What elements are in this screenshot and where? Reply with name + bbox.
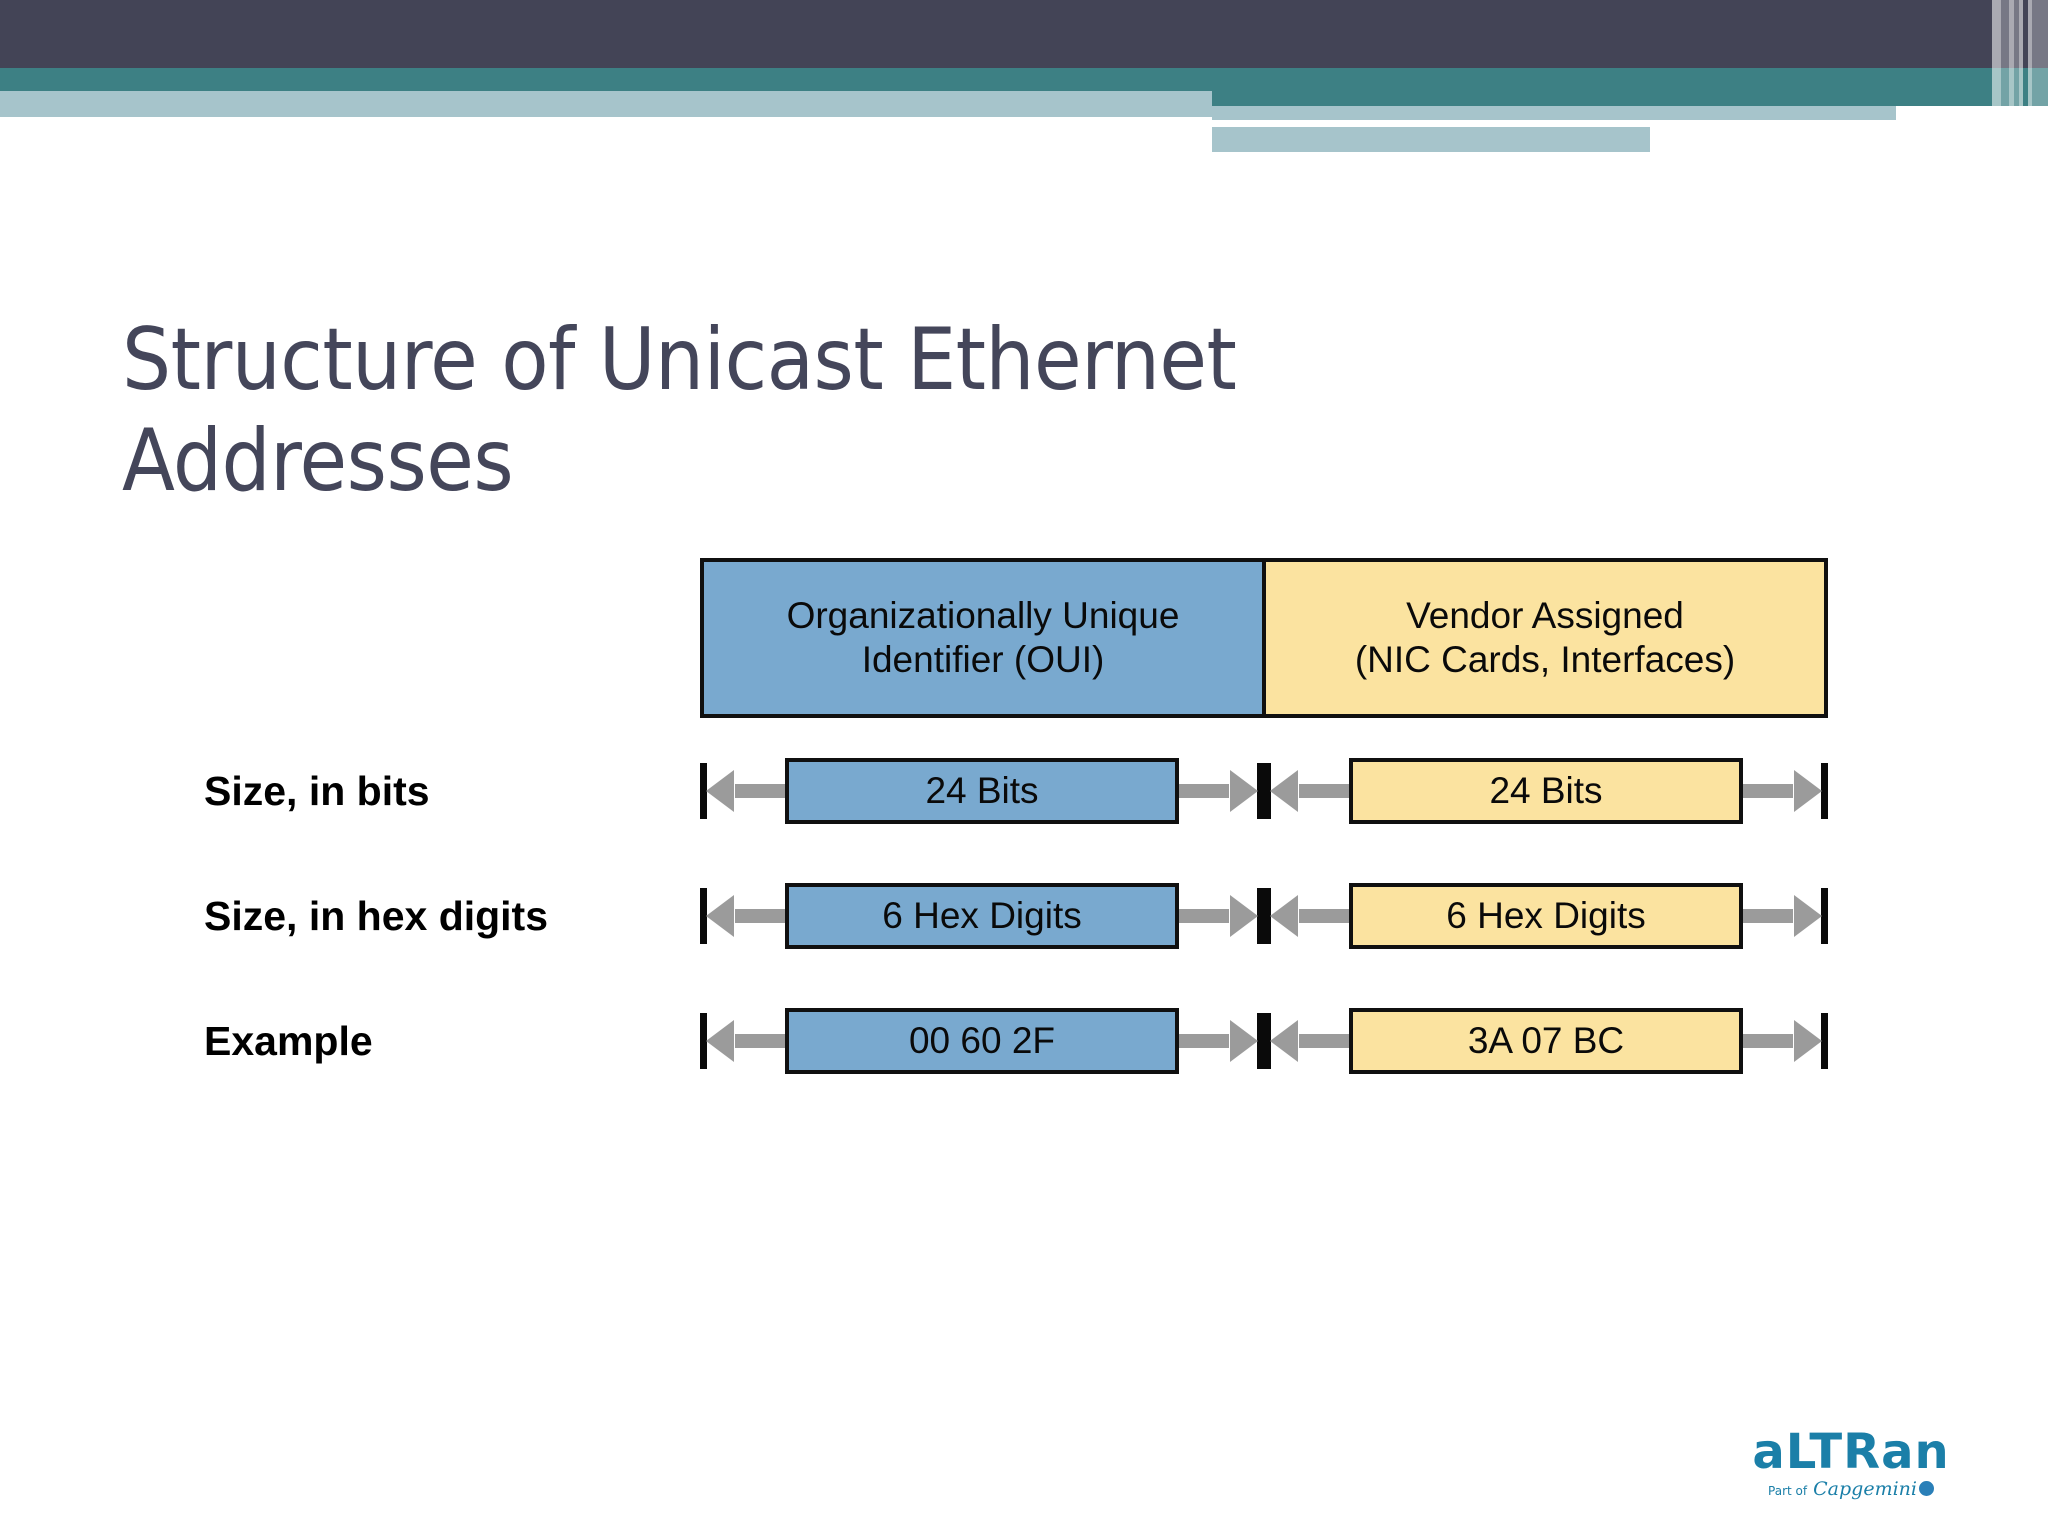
arrow-left-icon	[1299, 784, 1349, 798]
vendor-header-cell: Vendor Assigned (NIC Cards, Interfaces)	[1266, 562, 1824, 714]
tick-mark-icon	[700, 1013, 707, 1069]
tick-mark-icon	[1264, 1013, 1271, 1069]
altran-tagline: Part of Capgemini	[1736, 1480, 1966, 1499]
oui-value-box: 24 Bits	[785, 758, 1179, 824]
arrow-right-icon	[1743, 1034, 1793, 1048]
arrow-left-icon	[1299, 909, 1349, 923]
tick-mark-icon	[1264, 888, 1271, 944]
header-stripe-2	[2014, 0, 2019, 160]
table-row: Size, in hex digits 6 Hex Digits 6 Hex D…	[0, 873, 2048, 959]
arrow-left-icon	[735, 1034, 785, 1048]
slide-title: Structure of Unicast Ethernet Addresses	[122, 309, 1237, 512]
vendor-measure-right-2: 3A 07 BC	[1264, 998, 1828, 1084]
row-label-example: Example	[204, 1017, 373, 1064]
oui-value-box: 6 Hex Digits	[785, 883, 1179, 949]
altran-logo: aLTRan Part of Capgemini	[1736, 1428, 1966, 1514]
header-band-dark	[0, 0, 2048, 68]
header-band-light-left	[0, 91, 1212, 117]
vendor-value-box: 24 Bits	[1349, 758, 1743, 824]
vendor-value-box: 6 Hex Digits	[1349, 883, 1743, 949]
oui-value-box: 00 60 2F	[785, 1008, 1179, 1074]
tick-mark-icon	[1257, 888, 1264, 944]
header-decoration-banner	[0, 0, 2048, 160]
header-stripe-4	[1992, 0, 2001, 160]
header-stripe-3	[2032, 0, 2048, 160]
vendor-measure-right-1: 6 Hex Digits	[1264, 873, 1828, 959]
vendor-value-box: 3A 07 BC	[1349, 1008, 1743, 1074]
altran-wordmark: aLTRan	[1752, 1424, 1950, 1480]
header-band-light-thin	[1212, 106, 1896, 120]
table-row: Example 00 60 2F 3A 07 BC	[0, 998, 2048, 1084]
arrow-right-icon	[1179, 784, 1229, 798]
row-label-size-in-bits: Size, in bits	[204, 767, 430, 814]
arrow-right-icon	[1179, 1034, 1229, 1048]
diagram-header-row: Organizationally Unique Identifier (OUI)…	[700, 558, 1828, 718]
tick-mark-icon	[1821, 888, 1828, 944]
arrow-left-icon	[1299, 1034, 1349, 1048]
tick-mark-icon	[700, 888, 707, 944]
tick-mark-icon	[700, 763, 707, 819]
arrow-right-icon	[1179, 909, 1229, 923]
ethernet-address-structure-diagram: Organizationally Unique Identifier (OUI)…	[0, 548, 2048, 1108]
header-band-light-lower	[1212, 127, 1650, 152]
arrow-right-icon	[1743, 784, 1793, 798]
oui-measure-left-2: 00 60 2F	[700, 998, 1264, 1084]
arrow-right-icon	[1743, 909, 1793, 923]
tick-mark-icon	[1257, 763, 1264, 819]
oui-header-cell: Organizationally Unique Identifier (OUI)	[704, 562, 1266, 714]
tagline-brand: Capgemini	[1813, 1478, 1917, 1500]
header-band-teal-right	[1212, 68, 2048, 106]
arrow-left-icon	[735, 909, 785, 923]
header-stripe-7	[2028, 0, 2032, 160]
tick-mark-icon	[1821, 763, 1828, 819]
header-stripe-5	[2009, 0, 2014, 160]
tick-mark-icon	[1264, 763, 1271, 819]
header-stripe-1	[2001, 0, 2009, 160]
vendor-measure-right-0: 24 Bits	[1264, 748, 1828, 834]
oui-measure-left-0: 24 Bits	[700, 748, 1264, 834]
capgemini-dot-icon	[1918, 1481, 1934, 1496]
tagline-prefix: Part of	[1768, 1484, 1808, 1498]
header-band-teal-left	[0, 68, 1212, 91]
header-stripe-6	[2019, 0, 2023, 160]
tick-mark-icon	[1257, 1013, 1264, 1069]
arrow-left-icon	[735, 784, 785, 798]
table-row: Size, in bits 24 Bits 24 Bits	[0, 748, 2048, 834]
tick-mark-icon	[1821, 1013, 1828, 1069]
oui-measure-left-1: 6 Hex Digits	[700, 873, 1264, 959]
row-label-size-in-hex-digits: Size, in hex digits	[204, 892, 549, 939]
